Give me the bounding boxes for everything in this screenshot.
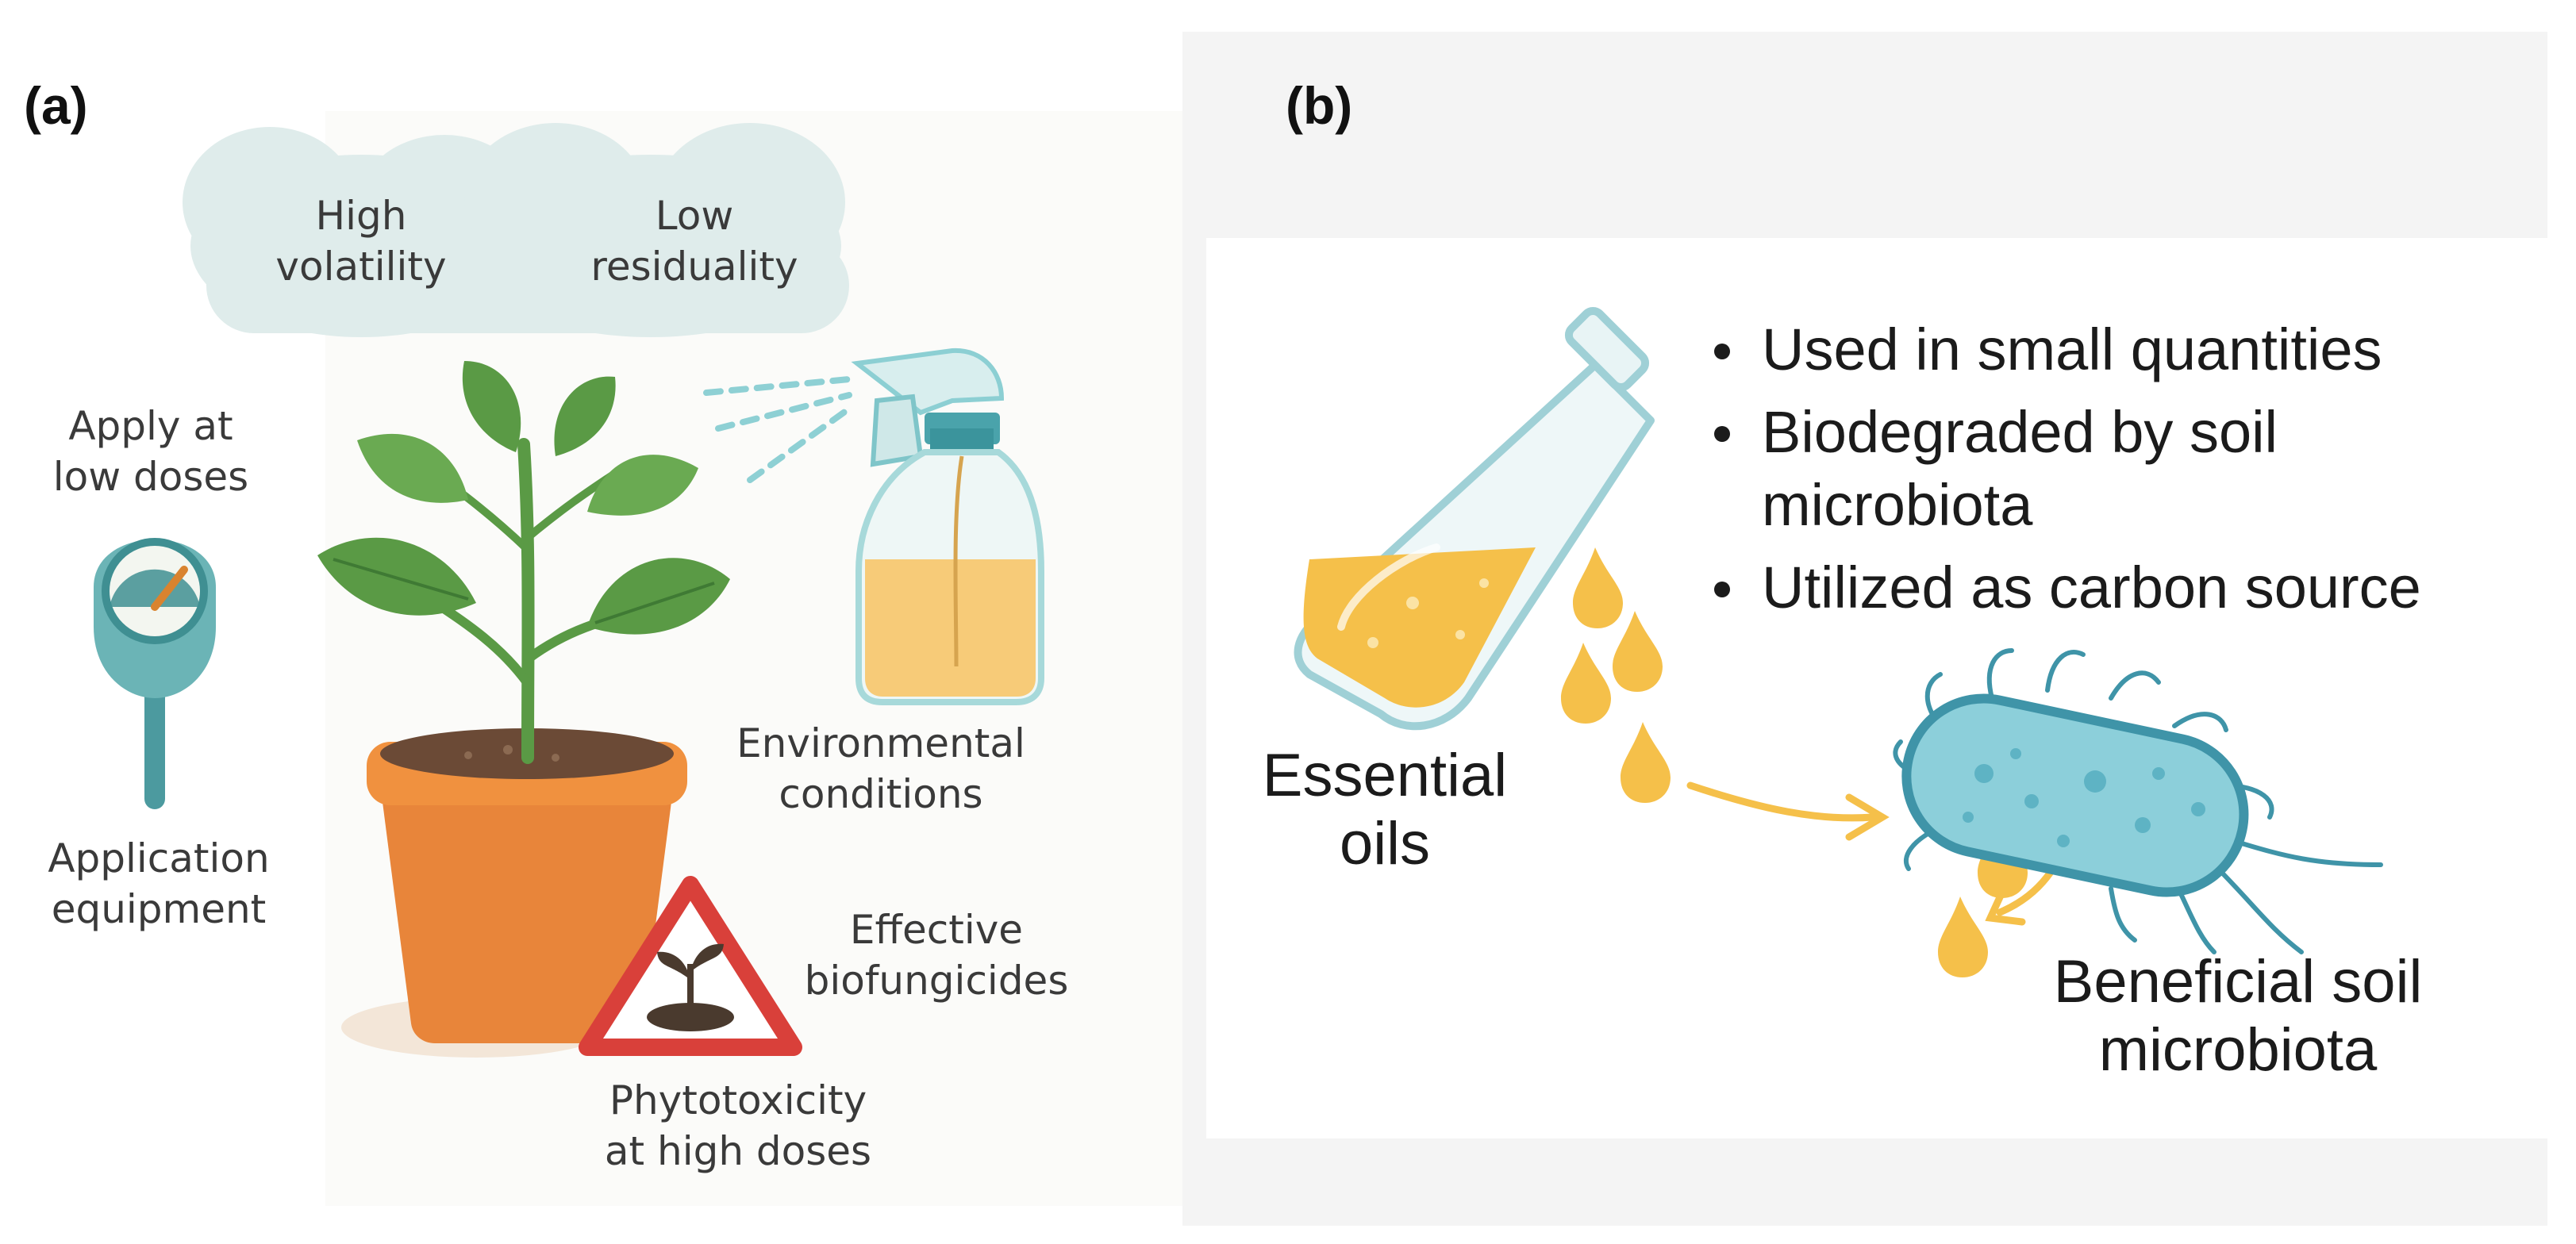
list-item: Used in small quantities bbox=[1706, 313, 2421, 386]
plant-icon bbox=[317, 361, 730, 764]
list-item: Utilized as carbon source bbox=[1706, 551, 2421, 624]
panel-b-label: (b) bbox=[1286, 76, 1353, 135]
spray-mist-icon bbox=[703, 376, 852, 483]
benefits-list: Used in small quantities Biodegraded by … bbox=[1706, 313, 2421, 634]
warning-sign-icon bbox=[579, 876, 802, 1056]
spray-bottle-icon bbox=[851, 347, 1044, 705]
cloud-icon bbox=[183, 123, 849, 337]
plant-pot-icon bbox=[341, 728, 687, 1058]
bacterium-icon bbox=[1893, 648, 2383, 954]
flask-icon bbox=[1294, 306, 1655, 731]
soil-meter-icon bbox=[94, 538, 216, 809]
panel-a-label: (a) bbox=[24, 76, 88, 135]
